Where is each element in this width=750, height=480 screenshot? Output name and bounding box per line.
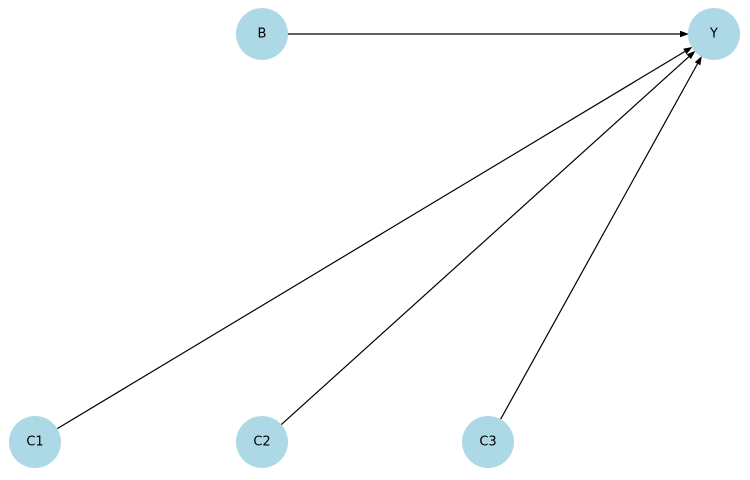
edge-c3-to-y: [500, 55, 702, 420]
node-label: C3: [479, 435, 496, 450]
node-circle: [462, 416, 514, 468]
arrowhead-icon: [683, 46, 693, 55]
edge-layer: [56, 30, 702, 430]
arrowhead-icon: [680, 30, 689, 38]
arrowhead-icon: [694, 55, 702, 66]
edge-line: [500, 63, 699, 420]
edge-c2-to-y: [280, 50, 696, 426]
node-c1: C1: [9, 416, 61, 468]
node-circle: [688, 8, 740, 60]
node-y: Y: [688, 8, 740, 60]
node-c3: C3: [462, 416, 514, 468]
edge-c1-to-y: [56, 46, 693, 430]
arrowhead-icon: [686, 50, 696, 60]
node-label: C2: [253, 435, 270, 450]
edge-line: [280, 56, 690, 426]
node-label: C1: [26, 435, 43, 450]
node-c2: C2: [236, 416, 288, 468]
node-circle: [236, 416, 288, 468]
edge-b-to-y: [288, 30, 689, 38]
node-circle: [9, 416, 61, 468]
node-circle: [236, 8, 288, 60]
node-label: Y: [709, 27, 718, 42]
node-label: B: [258, 27, 267, 42]
node-b: B: [236, 8, 288, 60]
edge-line: [56, 50, 686, 430]
node-layer: B Y C1 C2 C3: [9, 8, 740, 468]
